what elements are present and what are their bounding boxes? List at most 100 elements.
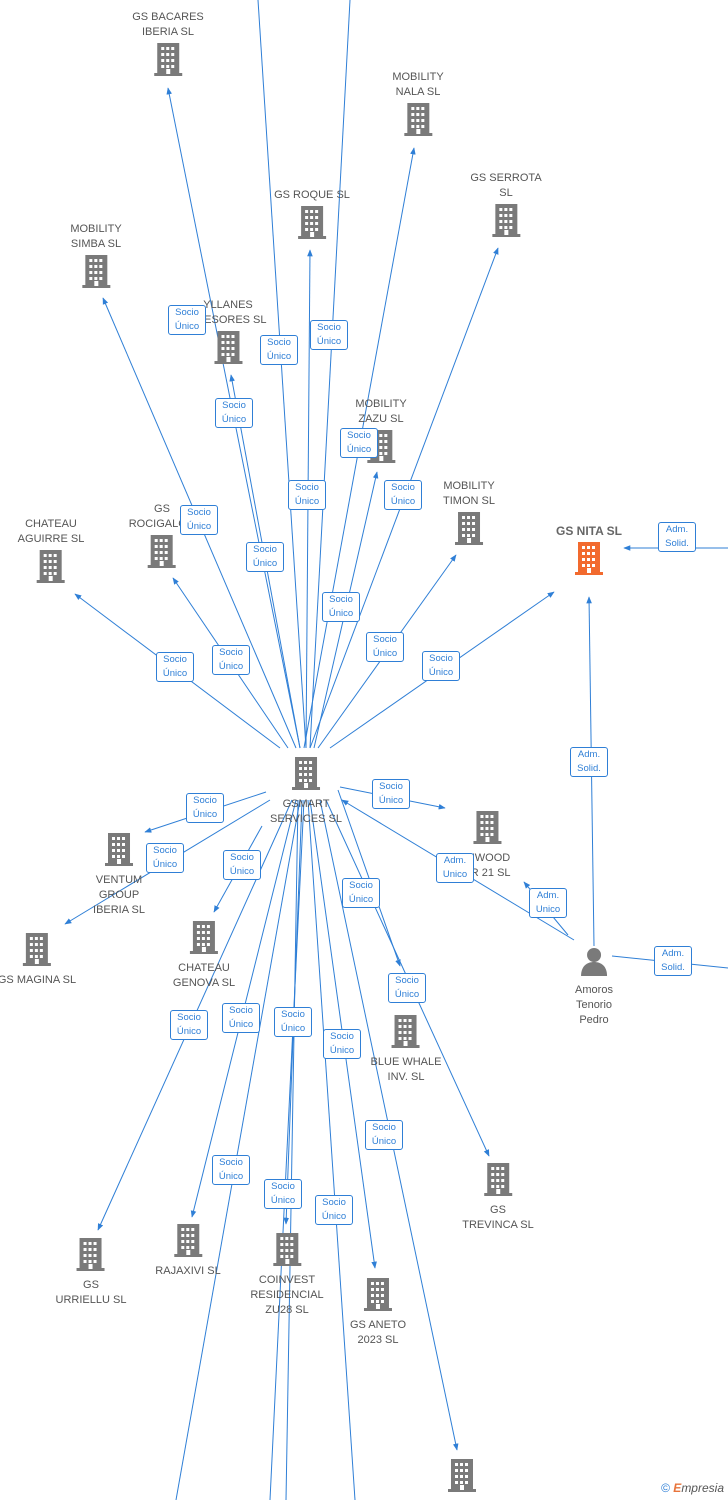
node-label-line: GS NITA SL (556, 524, 622, 538)
copyright-symbol: © (661, 1481, 670, 1495)
node-label-line: ASESORES SL (189, 314, 267, 326)
person-icon (575, 946, 613, 981)
company-node-gs-nita[interactable]: GS NITA SL (556, 524, 622, 580)
company-node-gs-roque[interactable]: GS ROQUE SL (274, 188, 350, 244)
edge-label[interactable]: Adm.Unico (529, 888, 567, 918)
edge-label[interactable]: Adm.Solid. (570, 747, 608, 777)
edge-label-line: Único (328, 608, 354, 619)
company-node-rajaxivi[interactable]: RAJAXIVI SL (155, 1223, 221, 1279)
edge-label-line: Único (162, 668, 188, 679)
node-label-line: GS ROQUE SL (274, 189, 350, 201)
node-label[interactable]: YLLANES ASESORES SL (189, 298, 266, 328)
company-node-bottom-company[interactable] (446, 1458, 478, 1499)
edge-label-line: Único (174, 321, 200, 332)
company-node-gs-magina[interactable]: GS MAGINA SL (0, 932, 76, 988)
node-label-line: GS (490, 1204, 506, 1216)
edge-label-line: Único (192, 809, 218, 820)
edge-label[interactable]: Adm.Unico (436, 853, 474, 883)
edge-label-line: Único (378, 795, 404, 806)
edge-label-line: Unico (535, 904, 561, 915)
edge-label-line: Socio (281, 1009, 305, 1020)
company-node-yllanes[interactable]: YLLANES ASESORES SL (189, 298, 267, 369)
building-icon (56, 1237, 127, 1276)
node-label[interactable]: RAJAXIVI SL (155, 1264, 220, 1279)
edge-label-line: Único (348, 894, 374, 905)
edge-label-line: Único (428, 667, 454, 678)
node-label-line: GS (83, 1279, 99, 1291)
edge-label[interactable]: Adm.Solid. (658, 522, 696, 552)
brand-logo: Empresia (673, 1481, 724, 1495)
node-label[interactable]: GS ROQUE SL (274, 188, 350, 203)
node-label[interactable]: GS MAGINA SL (0, 973, 76, 988)
edge-label[interactable]: Adm.Solid. (654, 946, 692, 976)
node-label[interactable]: GS NITA SL (556, 524, 622, 539)
node-label-line: YLLANES (203, 299, 253, 311)
node-label-line: GS ANETO (349, 1319, 407, 1331)
edge-label-line: Socio (253, 544, 277, 555)
